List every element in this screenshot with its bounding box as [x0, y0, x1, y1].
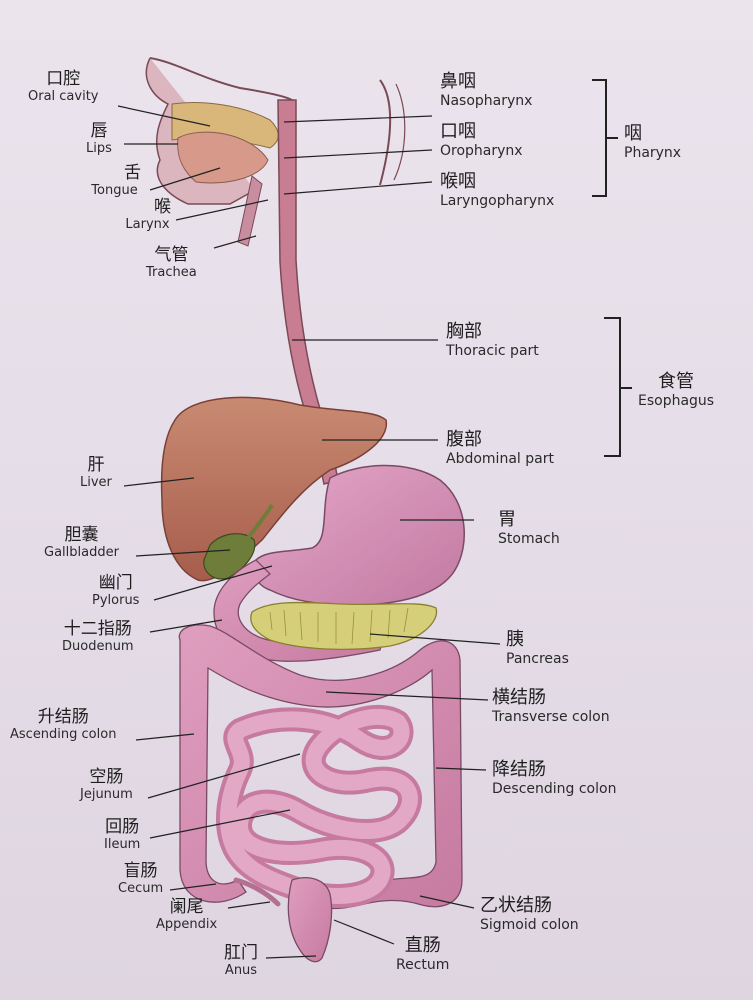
- label-laryngopharynx: 喉咽 Laryngopharynx: [440, 171, 555, 209]
- label-oropharynx: 口咽 Oropharynx: [440, 121, 523, 159]
- label-gallbladder: 胆囊 Gallbladder: [44, 525, 119, 560]
- label-zh: 口咽: [440, 121, 476, 142]
- head-section: [145, 57, 406, 247]
- label-en: Transverse colon: [492, 708, 610, 725]
- liver-shape: [160, 396, 387, 582]
- label-en: Larynx: [125, 216, 170, 232]
- label-esophagus-group: 食管 Esophagus: [638, 371, 715, 409]
- rectum-shape: [287, 877, 333, 963]
- label-en: Duodenum: [62, 638, 134, 654]
- brackets: [592, 79, 632, 457]
- label-zh: 盲肠: [123, 861, 158, 881]
- label-ileum: 回肠 Ileum: [104, 817, 141, 852]
- label-en: Appendix: [156, 916, 218, 932]
- label-appendix: 阑尾 Appendix: [156, 897, 218, 932]
- label-zh: 胸部: [446, 321, 482, 342]
- label-zh: 胆囊: [64, 525, 99, 545]
- label-zh: 鼻咽: [440, 71, 476, 92]
- label-en: Lips: [86, 140, 112, 156]
- label-zh: 肝: [87, 455, 105, 475]
- label-zh: 肛门: [224, 943, 258, 963]
- label-zh: 气管: [154, 245, 189, 265]
- label-en: Oropharynx: [440, 142, 523, 159]
- leader-lines: [117, 105, 501, 959]
- label-zh: 十二指肠: [63, 619, 132, 639]
- label-zh: 唇: [90, 121, 108, 141]
- label-pylorus: 幽门 Pylorus: [92, 573, 140, 608]
- label-en: Cecum: [118, 880, 164, 896]
- label-larynx: 喉 Larynx: [124, 197, 171, 232]
- label-transverse-colon: 横结肠 Transverse colon: [492, 687, 610, 725]
- label-zh: 乙状结肠: [480, 895, 552, 916]
- label-en: Tongue: [91, 182, 138, 198]
- label-trachea: 气管 Trachea: [146, 245, 197, 280]
- small-intestine-shape: [216, 704, 422, 908]
- label-cecum: 盲肠 Cecum: [118, 861, 164, 896]
- label-en: Ascending colon: [10, 726, 117, 742]
- label-zh: 口腔: [46, 69, 81, 89]
- label-zh: 升结肠: [37, 707, 89, 727]
- duodenum-shape: [213, 559, 385, 662]
- label-stomach: 胃 Stomach: [498, 509, 560, 547]
- label-zh: 咽: [624, 123, 642, 144]
- label-en: Pancreas: [506, 650, 569, 667]
- label-zh: 回肠: [105, 817, 140, 837]
- label-pharynx-group: 咽 Pharynx: [624, 123, 682, 161]
- label-en: Nasopharynx: [440, 92, 533, 109]
- appendix-shape: [233, 877, 281, 907]
- label-en: Pylorus: [92, 592, 140, 608]
- label-zh: 幽门: [98, 573, 133, 593]
- label-rectum: 直肠 Rectum: [396, 935, 450, 973]
- label-en: Oral cavity: [28, 88, 99, 104]
- label-thoracic-part: 胸部 Thoracic part: [446, 321, 539, 359]
- label-tongue: 舌 Tongue: [88, 163, 141, 198]
- label-en: Thoracic part: [446, 342, 539, 359]
- label-en: Jejunum: [80, 786, 133, 802]
- label-en: Descending colon: [492, 780, 617, 797]
- label-lips: 唇 Lips: [86, 121, 112, 156]
- label-en: Sigmoid colon: [480, 916, 579, 933]
- label-zh: 空肠: [89, 767, 124, 787]
- label-en: Ileum: [104, 836, 141, 852]
- label-zh: 降结肠: [492, 759, 546, 780]
- label-zh: 横结肠: [492, 687, 546, 708]
- label-zh: 腹部: [446, 429, 482, 450]
- label-liver: 肝 Liver: [80, 455, 112, 490]
- label-en: Esophagus: [638, 392, 715, 409]
- label-zh: 舌: [124, 163, 141, 183]
- label-sigmoid-colon: 乙状结肠 Sigmoid colon: [480, 895, 579, 933]
- label-oral-cavity: 口腔 Oral cavity: [28, 69, 99, 104]
- label-en: Pharynx: [624, 144, 682, 161]
- label-jejunum: 空肠 Jejunum: [80, 767, 133, 802]
- label-en: Trachea: [146, 264, 197, 280]
- label-ascending-colon: 升结肠 Ascending colon: [10, 707, 117, 742]
- label-abdominal-part: 腹部 Abdominal part: [446, 429, 554, 467]
- label-descending-colon: 降结肠 Descending colon: [492, 759, 617, 797]
- label-zh: 食管: [658, 371, 695, 392]
- label-en: Liver: [80, 474, 112, 490]
- label-en: Rectum: [396, 956, 450, 973]
- label-duodenum: 十二指肠 Duodenum: [62, 619, 134, 654]
- label-anus: 肛门 Anus: [224, 943, 258, 978]
- label-en: Stomach: [498, 530, 560, 547]
- label-zh: 直肠: [404, 935, 441, 956]
- label-pancreas: 胰 Pancreas: [506, 629, 569, 667]
- label-nasopharynx: 鼻咽 Nasopharynx: [440, 71, 533, 109]
- label-zh: 喉咽: [440, 171, 476, 192]
- pancreas-shape: [250, 601, 438, 650]
- label-en: Abdominal part: [446, 450, 554, 467]
- label-zh: 阑尾: [169, 897, 204, 917]
- label-zh: 胰: [506, 629, 524, 650]
- label-en: Gallbladder: [44, 544, 119, 560]
- label-en: Laryngopharynx: [440, 192, 555, 209]
- label-en: Anus: [224, 962, 258, 978]
- label-zh: 胃: [498, 509, 516, 530]
- label-zh: 喉: [154, 197, 171, 217]
